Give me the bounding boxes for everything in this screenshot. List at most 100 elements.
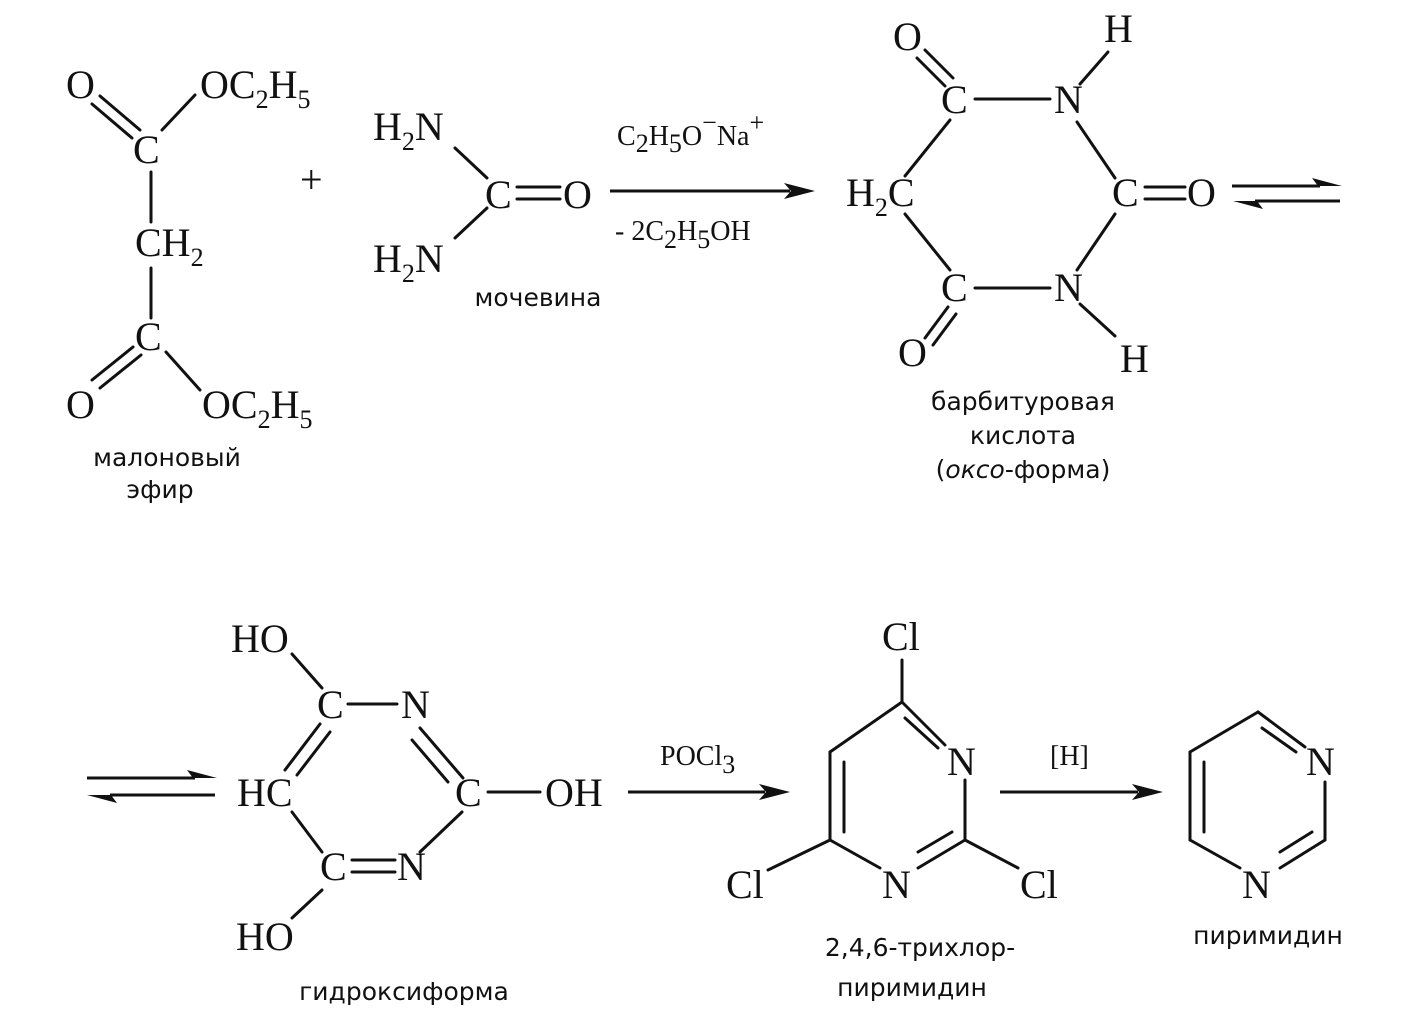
bond-tcp-c-cl-left (766, 838, 832, 872)
bond-hydroxy-n-c-right-2 (410, 738, 450, 784)
barb-caption-line2: кислота (970, 421, 1076, 450)
barb-o-bottom: O (898, 330, 927, 375)
hydroxy-n-top: N (401, 682, 430, 727)
hydroxy-c-bottom: C (320, 844, 347, 889)
bond-barb-n-h-top (1078, 50, 1110, 86)
reaction-arrow-3: [H] (1000, 741, 1163, 800)
tcp-cl-left: Cl (726, 862, 764, 907)
bond-barb-co-top-1 (915, 56, 947, 88)
pyrimidine-caption: пиримидин (1193, 921, 1343, 950)
pyrimidine: N N пиримидин (1188, 710, 1343, 950)
barb-h-bottom: H (1120, 336, 1149, 381)
plus-sign: + (300, 157, 323, 202)
urea-c: C (485, 172, 512, 217)
bond-pyr-n-c-left (1188, 838, 1242, 870)
tcp-caption-line2: пиримидин (837, 973, 987, 1002)
bond-tcp-n-c-left (828, 838, 882, 870)
barb-c-right: C (1112, 170, 1139, 215)
bond-barb-c-n-bottom-right (1075, 212, 1117, 272)
step1-reagent: C2H5O−Na+ (617, 108, 764, 158)
pyr-n-top: N (1306, 739, 1335, 784)
hydroxy-form: HO C N HC C OH C N HO гидроксиформа (231, 616, 603, 1006)
malonic-ester: O OC2H5 C CH2 C O OC2H5 малоновый эфир (66, 62, 312, 504)
bond-tcp-c-n-top-inner (903, 716, 940, 750)
bond-hydroxy-ho-c-top (290, 652, 324, 690)
bond-malonic-co-top-1 (90, 102, 134, 140)
hydroxy-c-top: C (317, 682, 344, 727)
barb-c-top: C (941, 77, 968, 122)
bond-tcp-c-n-top (900, 700, 947, 747)
bond-hydroxy-c-n-bottom-right (418, 810, 464, 854)
bond-malonic-coet-bottom (164, 350, 202, 392)
equilibrium-arrows-1 (1232, 178, 1342, 209)
arrow-1-head (784, 183, 815, 199)
malonic-oet-bottom: OC2H5 (202, 382, 312, 434)
tcp-cl-right: Cl (1020, 862, 1058, 907)
step2-reagent: POCl3 (660, 741, 735, 779)
urea-nh2-top: H2N (373, 104, 444, 156)
bond-barb-co-bottom-2 (931, 312, 958, 347)
bond-hydroxy-hc-c-top-1 (283, 722, 322, 772)
bond-barb-co-top-2 (923, 48, 955, 80)
hydroxy-ho-top: HO (231, 616, 289, 661)
barb-n-top: N (1054, 77, 1083, 122)
tcp-caption-line1: 2,4,6-трихлор- (825, 933, 1015, 962)
bond-malonic-coet-top (160, 93, 197, 132)
bond-barb-c-ch2-bottom (903, 212, 952, 272)
bond-urea-n-c-bottom (453, 206, 489, 240)
barb-o-right: O (1187, 170, 1216, 215)
arrow-3-head (1132, 784, 1163, 800)
malonic-o-top: O (66, 62, 95, 107)
bond-urea-n-c-top (453, 146, 489, 180)
hydroxy-caption: гидроксиформа (299, 977, 509, 1006)
bond-barb-n-c-right (1075, 120, 1117, 180)
bond-malonic-co-bottom-2 (98, 353, 143, 390)
barb-caption-line1: барбитуровая (931, 387, 1115, 416)
barb-n-bottom: N (1054, 265, 1083, 310)
barb-c-bottom: C (941, 265, 968, 310)
urea-nh2-bottom: H2N (373, 236, 444, 288)
equilibrium-arrows-2 (87, 770, 217, 803)
malonic-oet-top: OC2H5 (200, 62, 310, 114)
urea: H2N C O H2N мочевина (373, 104, 601, 312)
bond-tcp-c-n-bottom-inner (916, 830, 954, 854)
arrow-2-head (759, 784, 790, 800)
barb-h-top: H (1104, 6, 1133, 51)
reaction-arrow-2: POCl3 (628, 741, 790, 800)
barb-h2c: H2C (846, 170, 915, 222)
bond-pyr-c-n-bottom-inner (1278, 830, 1314, 854)
bond-malonic-co-bottom-1 (90, 345, 135, 382)
bond-pyr-c-n-top-inner (1260, 726, 1298, 754)
bond-barb-n-h-bottom (1078, 302, 1117, 338)
tcp-n-bottom: N (882, 862, 911, 907)
bond-tcp-c-n-bottom (916, 838, 967, 870)
pyr-n-bottom: N (1242, 862, 1271, 907)
step3-reagent: [H] (1050, 741, 1089, 772)
step1-byproduct: - 2C2H5OH (615, 216, 751, 254)
malonic-c-top: C (133, 127, 160, 172)
bond-hydroxy-c-hc-bottom (290, 810, 324, 854)
bond-hydroxy-c-ho-bottom (290, 888, 324, 920)
bond-barb-ch2-c-top (903, 118, 952, 178)
bond-malonic-co-top-2 (98, 94, 142, 132)
urea-caption: мочевина (475, 283, 602, 312)
bond-pyr-c-n-bottom (1278, 838, 1327, 870)
tcp-n-top: N (947, 739, 976, 784)
bond-pyr-c-c-top (1188, 710, 1260, 754)
barbituric-acid: O H C N H2C C O C N O H барбитуровая кис… (846, 6, 1216, 484)
bond-hydroxy-hc-c-top-2 (295, 730, 332, 777)
hydroxy-c-right: C (455, 770, 482, 815)
reaction-arrow-1: C2H5O−Na+ - 2C2H5OH (610, 108, 815, 254)
barb-o-top: O (893, 14, 922, 59)
bond-hydroxy-n-c-right-1 (418, 726, 465, 780)
urea-o: O (563, 172, 592, 217)
malonic-c-bottom: C (135, 314, 162, 359)
bond-tcp-c-c-top (828, 700, 904, 754)
hydroxy-hc: HC (237, 770, 293, 815)
bond-pyr-c-n-top (1256, 710, 1307, 749)
tcp-cl-top: Cl (882, 614, 920, 659)
hydroxy-ho-bottom: HO (236, 914, 294, 959)
malonic-o-bottom: O (66, 382, 95, 427)
barb-caption-line3: (оксо-форма) (936, 455, 1111, 484)
